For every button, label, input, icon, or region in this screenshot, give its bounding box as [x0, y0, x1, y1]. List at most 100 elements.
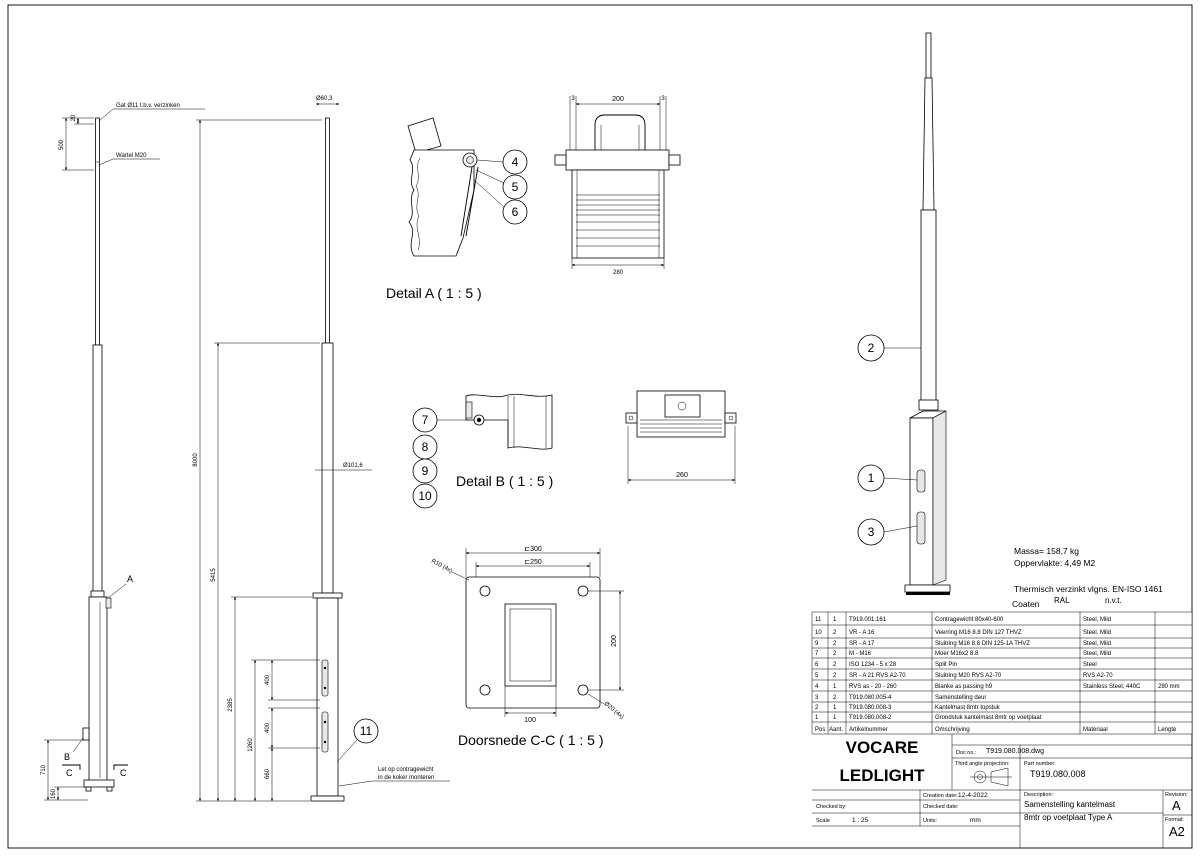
axle-pin [628, 415, 634, 421]
marker-c-left: C [66, 768, 73, 778]
marker-b-leader [72, 737, 84, 753]
door-slot-upper [916, 469, 926, 493]
dim-overall: 280 [613, 270, 624, 276]
doc-no: T919.080.008.dwg [986, 748, 1044, 755]
balloon-5-circle [502, 174, 528, 200]
detail-a-title: Detail A ( 1 : 5 ) [386, 285, 482, 301]
header-artikel: Artikelnummer [849, 727, 888, 733]
parts-row-omschrijving: Sluitring M20 RVS A2-70 [935, 673, 1002, 679]
parts-row-artikel: T919.080.008-2 [849, 715, 892, 721]
hinge-clamp [105, 597, 112, 609]
counterweight-note-leader [338, 780, 450, 787]
radius-note-leader [451, 571, 470, 581]
balloon-7-circle [412, 407, 438, 433]
header-omschrijving: Omschrijving [935, 727, 970, 733]
balloon-6-leader [473, 179, 505, 208]
parts-row-qty: 2 [833, 662, 837, 668]
strap-line [465, 166, 479, 237]
anchor-hole [479, 585, 491, 597]
box-front [909, 417, 934, 586]
flange [312, 592, 343, 599]
revision: A [1172, 798, 1181, 813]
base-box [88, 596, 108, 783]
axle-end-right [668, 154, 681, 166]
doc-no-label: Doc no.: [956, 750, 977, 756]
flange [918, 399, 939, 411]
format: A2 [1169, 824, 1185, 839]
revision-label: Revision: [1165, 792, 1188, 798]
bolt-dot [323, 720, 327, 724]
parts-row-pos: 5 [815, 673, 819, 679]
units: mm [970, 817, 981, 824]
bolt-dot [323, 740, 327, 744]
detail-a: 4 5 6 Detail A ( 1 : 5 ) [386, 117, 528, 301]
ral-label: RAL [1054, 596, 1070, 605]
taper-section [922, 77, 935, 211]
bolt-core [466, 156, 474, 164]
balloon-7: 7 [422, 413, 429, 427]
scale-label: Scale [816, 818, 830, 824]
middle-tube [920, 209, 937, 403]
flange [90, 590, 105, 598]
company-name-line2: LEDLIGHT [840, 766, 926, 785]
header-lengte: Lengte [1158, 727, 1177, 733]
parts-row-pos: 9 [815, 641, 819, 647]
dim-overall: 260 [676, 472, 688, 479]
hole-note: Gat Ø11 t.b.v. verzinken [116, 103, 180, 109]
parts-row-pos: 7 [815, 651, 819, 657]
general-notes: Massa= 158,7 kg Oppervlakte: 4,49 M2 The… [1012, 546, 1163, 609]
door-lock [82, 727, 90, 741]
dim-inner: ⊏250 [524, 559, 542, 566]
description-line2: 8mtr op voetplaat Type A [1024, 813, 1113, 822]
door-ribs [576, 194, 660, 247]
bolt-core [476, 417, 482, 423]
projection-cone [990, 767, 1009, 787]
parts-row-omschrijving: Split Pin [935, 662, 957, 668]
balloon-10: 10 [418, 489, 432, 503]
checked-by-label: Checked by: [816, 804, 847, 810]
door-slot-lower [321, 711, 329, 753]
parts-row-qty: 1 [833, 705, 837, 711]
part-number-label: Part number: [1024, 761, 1056, 767]
parts-row-qty: 1 [833, 617, 837, 623]
section-line-left [62, 764, 81, 770]
box-side [932, 410, 947, 586]
parts-row-artikel: T919.080.005-4 [849, 695, 892, 701]
parts-row-omschrijving: Kantelmast 8mtr topstuk [935, 705, 1001, 711]
description-line1: Samenstelling kantelmast [1024, 800, 1116, 809]
parts-row-omschrijving: Contragewicht 80x40-600 [935, 617, 1004, 623]
bracket [465, 401, 473, 419]
balloon-3-circle [857, 518, 885, 546]
dim-right: 3 [661, 96, 665, 102]
front-view-annotations: Ø60,3 Ø101,6 8000 5415 2385 1260 400 400… [193, 96, 450, 802]
base-plate [310, 795, 345, 802]
company-name-line1: VOCARE [846, 738, 919, 757]
section-line-right [113, 764, 128, 770]
door-slot-upper [321, 659, 329, 697]
dim-400-upper: 400 [265, 674, 271, 685]
dim-160: 160 [51, 788, 57, 799]
balloon-1-leader [883, 477, 918, 481]
balloon-6-circle [502, 199, 528, 225]
base-plate [904, 584, 951, 593]
top-tube [325, 117, 330, 344]
strap-line [460, 166, 473, 237]
bolt-dot [323, 666, 327, 670]
dim-710: 710 [41, 764, 47, 775]
parts-row-pos: 11 [815, 617, 822, 623]
part-number: T919.080.008 [1030, 769, 1086, 779]
balloon-11-circle [353, 718, 379, 744]
balloon-2: 2 [868, 341, 875, 355]
header-qty: Aant. [829, 727, 843, 733]
marker-a: A [127, 574, 133, 584]
balloon-4-leader [476, 159, 504, 163]
dim-left: 3 [571, 96, 575, 102]
units-label: Units: [923, 818, 938, 824]
tube-outer [504, 603, 557, 687]
door-body [571, 169, 665, 259]
anchor-hole [577, 585, 589, 597]
balloon-1: 1 [868, 471, 875, 485]
detail-b: 7 8 9 10 Detail B ( 1 : 5 ) [412, 393, 553, 509]
top-tube [925, 32, 932, 79]
anchor-hole [577, 684, 589, 696]
